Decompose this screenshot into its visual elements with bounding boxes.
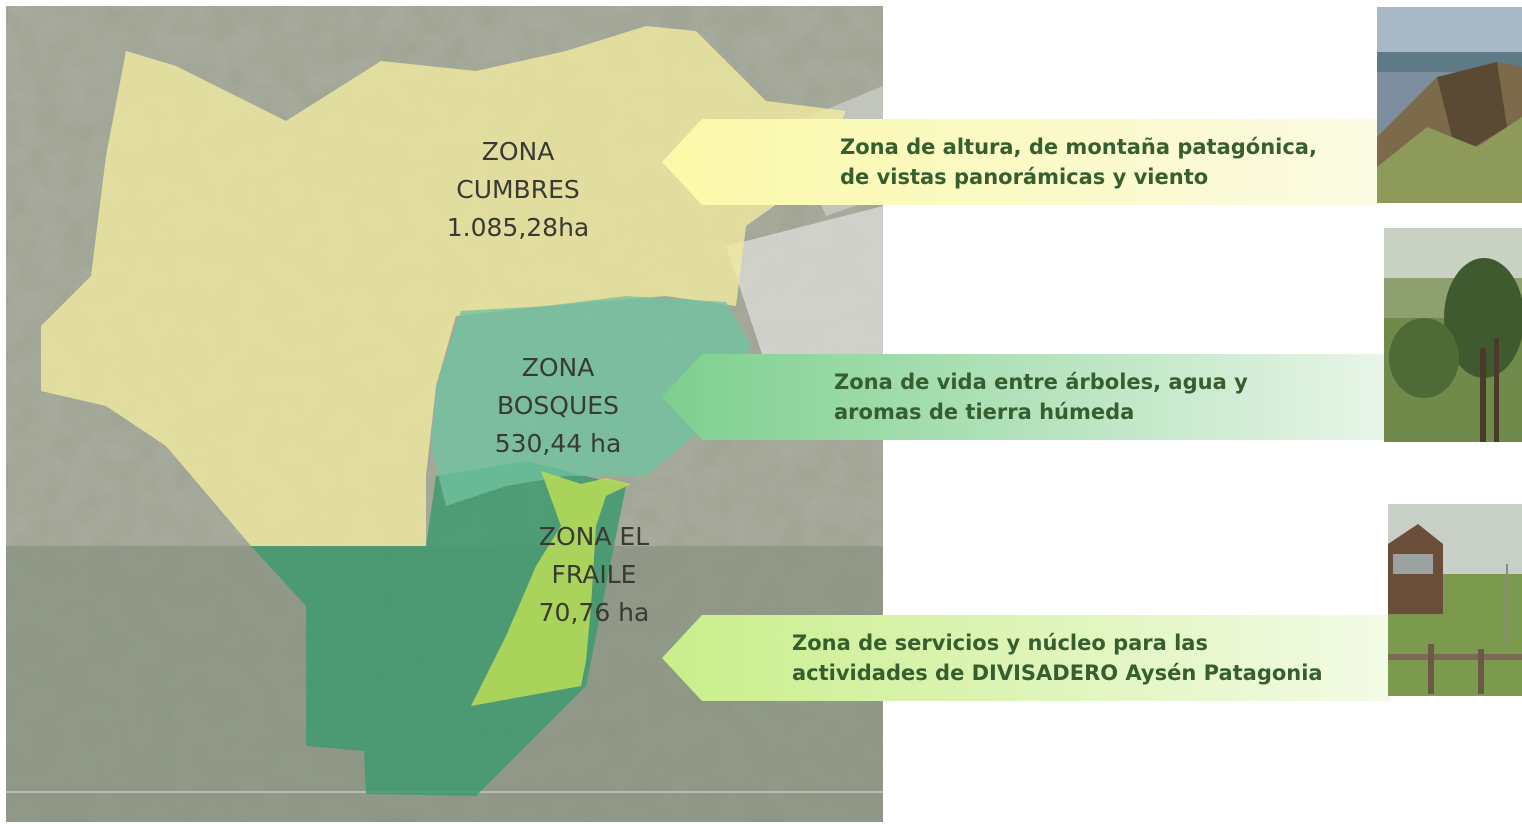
callout-cumbres-text: Zona de altura, de montaña patagónica, d… [840,135,1317,189]
callout-fraile: Zona de servicios y núcleo para las acti… [662,615,1390,701]
zone-label-el-fraile: ZONA EL FRAILE 70,76 ha [538,522,650,627]
callout-fraile-text: Zona de servicios y núcleo para las acti… [792,631,1323,685]
callout-arrow-shape [662,119,1384,205]
zone-el-fraile-area [471,471,631,706]
callout-arrow-shape [662,615,1390,701]
forest-trees-photo [1384,228,1522,442]
lodge-meadow-photo [1388,504,1522,696]
zone-label-cumbres: ZONA CUMBRES 1.085,28ha [446,137,590,242]
zone-bosques-area [431,296,751,506]
callout-cumbres: Zona de altura, de montaña patagónica, d… [662,119,1384,205]
zone-lower-forest-area [251,461,626,796]
zone-label-bosques: ZONA BOSQUES 530,44 ha [494,353,622,458]
zone-cumbres-area [41,26,846,546]
mountain-cliff-photo [1377,7,1522,203]
callout-bosques: Zona de vida entre árboles, agua y aroma… [662,354,1384,440]
callout-bosques-text: Zona de vida entre árboles, agua y aroma… [834,370,1248,424]
callout-arrow-shape [662,354,1384,440]
